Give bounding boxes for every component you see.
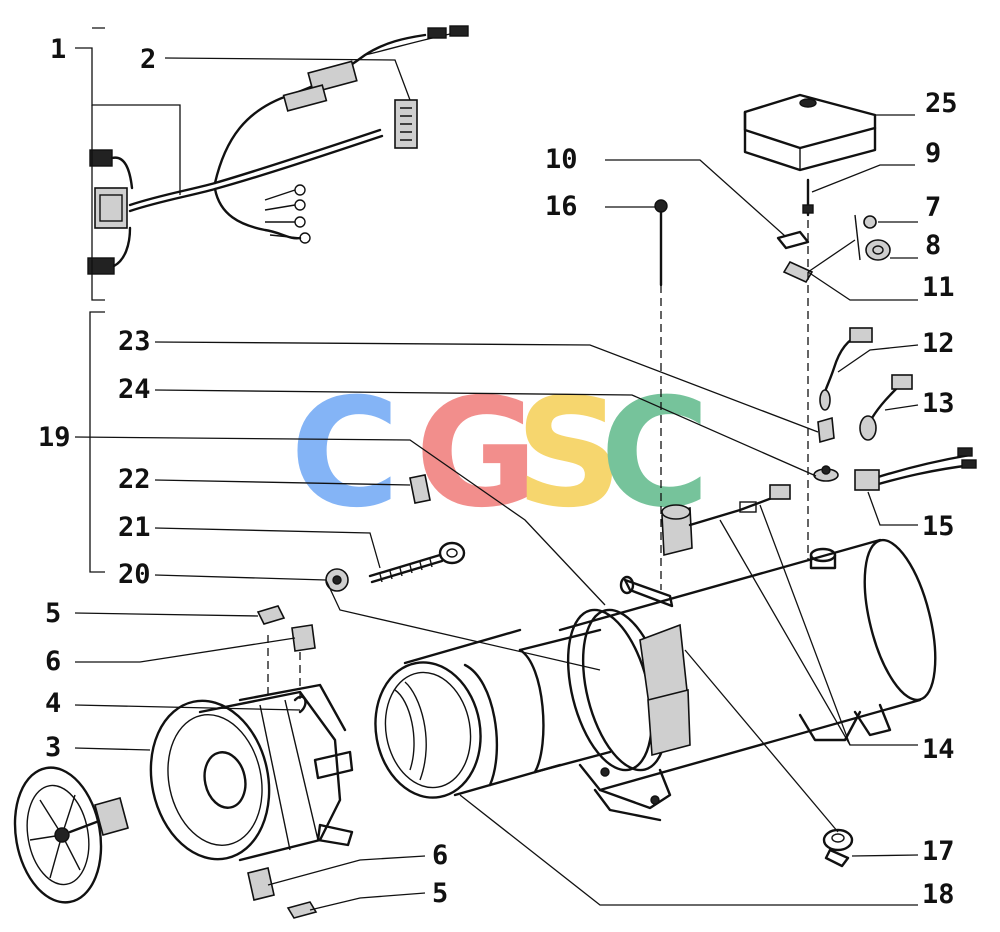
callout-18: 18 bbox=[922, 879, 955, 910]
callout-22: 22 bbox=[118, 464, 151, 495]
callout-2: 2 bbox=[140, 44, 156, 75]
leader-lines bbox=[74, 27, 919, 911]
callout-21: 21 bbox=[118, 512, 151, 543]
callout-19: 19 bbox=[38, 422, 71, 453]
callout-7: 7 bbox=[925, 192, 941, 223]
heat-exchanger-body bbox=[558, 538, 937, 822]
callout-11: 11 bbox=[922, 272, 955, 303]
watermark-letter-3: S bbox=[515, 367, 623, 541]
watermark-letter-1: C bbox=[290, 367, 400, 541]
small-parts-middle bbox=[325, 416, 839, 592]
callout-14: 14 bbox=[922, 734, 955, 765]
callout-23: 23 bbox=[118, 326, 151, 357]
callout-8: 8 bbox=[925, 230, 941, 261]
clamp-band-part-19 bbox=[566, 608, 691, 772]
callout-3: 3 bbox=[45, 732, 61, 763]
small-parts-top-right bbox=[776, 178, 891, 284]
callout-13: 13 bbox=[922, 388, 955, 419]
callout-5-top: 5 bbox=[45, 598, 61, 629]
callout-10: 10 bbox=[545, 144, 578, 175]
sensor-cables bbox=[819, 327, 977, 491]
caps-parts-5-6 bbox=[247, 605, 318, 919]
air-housing-parts-3-4 bbox=[149, 635, 354, 862]
burner-tube-part-18 bbox=[374, 628, 612, 799]
cover-part-25 bbox=[743, 93, 877, 172]
callout-4: 4 bbox=[45, 688, 61, 719]
callout-24: 24 bbox=[118, 374, 151, 405]
callout-6-top: 6 bbox=[45, 646, 61, 677]
callout-25: 25 bbox=[925, 88, 958, 119]
watermark: C G S C bbox=[290, 367, 710, 541]
callout-17: 17 bbox=[922, 836, 955, 867]
callout-1: 1 bbox=[50, 34, 66, 65]
watermark-letter-4: C bbox=[600, 367, 710, 541]
rod-part-16 bbox=[654, 199, 668, 590]
callout-9: 9 bbox=[925, 138, 941, 169]
watermark-letter-2: G bbox=[415, 367, 538, 541]
callout-16: 16 bbox=[545, 191, 578, 222]
fan-wheel bbox=[13, 766, 129, 904]
clamp-part-17 bbox=[684, 649, 854, 868]
callout-12: 12 bbox=[922, 328, 955, 359]
callout-5-bottom: 5 bbox=[432, 878, 448, 909]
callout-6-bottom: 6 bbox=[432, 840, 448, 871]
callout-numbers: 1 2 23 24 19 22 21 20 5 6 4 3 6 5 10 16 … bbox=[38, 34, 958, 910]
callout-15: 15 bbox=[922, 511, 955, 542]
wiring-harness bbox=[87, 25, 469, 275]
callout-20: 20 bbox=[118, 559, 151, 590]
